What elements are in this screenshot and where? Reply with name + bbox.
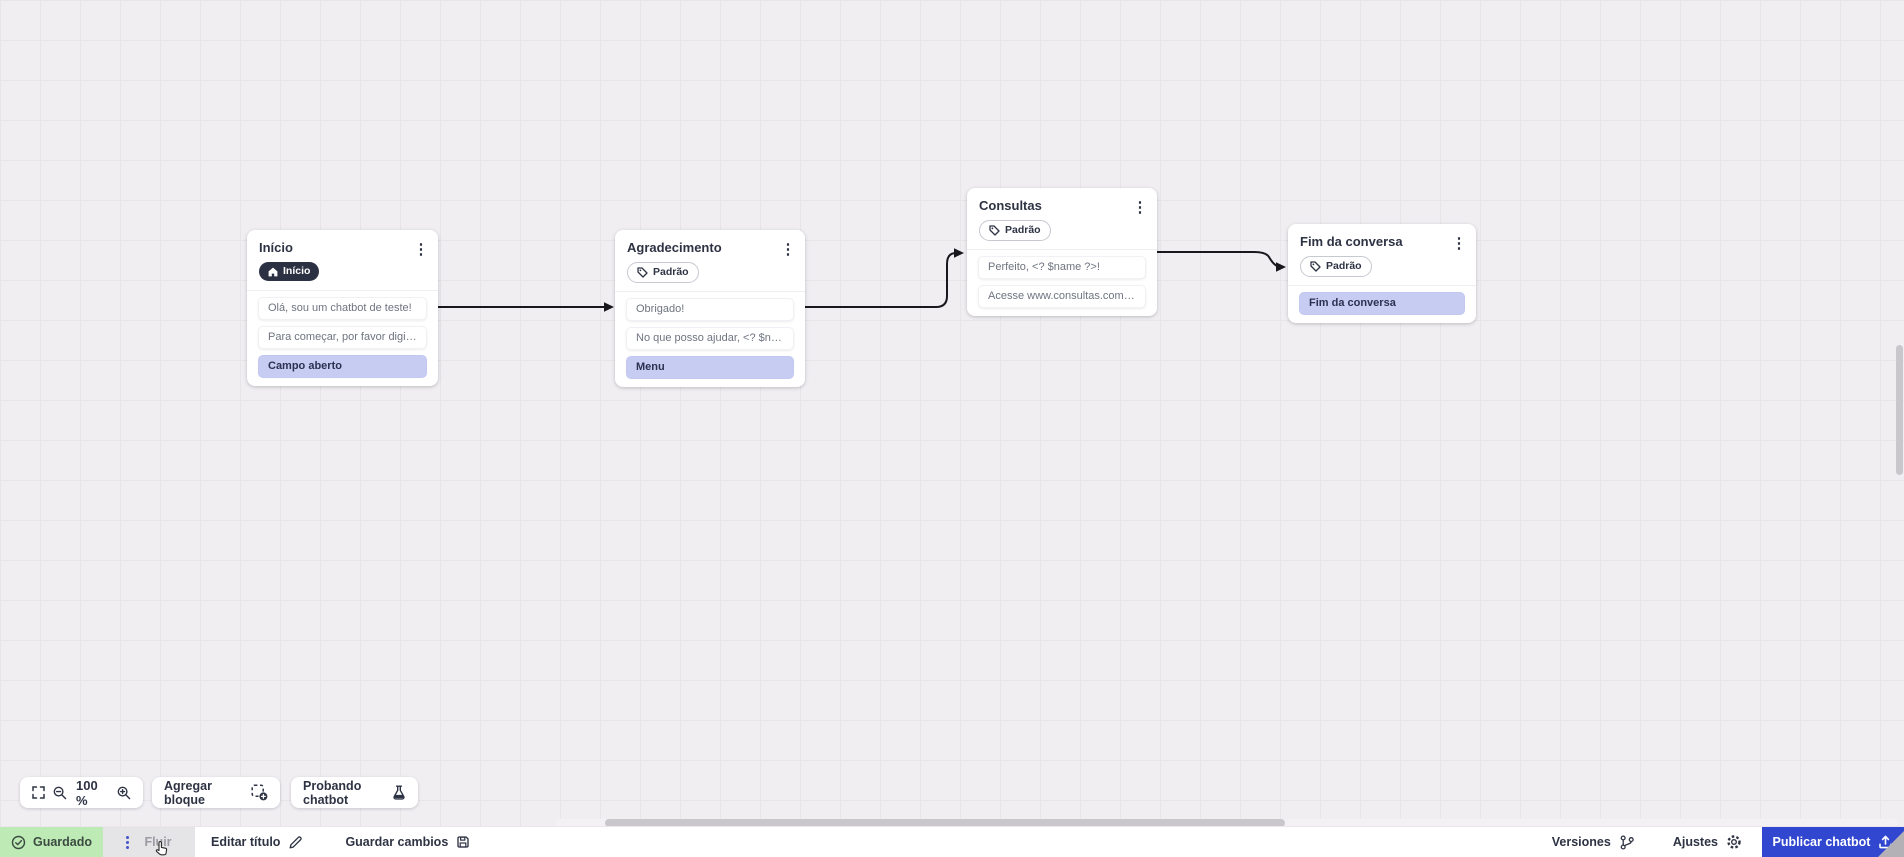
node-title: Início [259,240,293,255]
node-title: Agradecimento [627,240,722,255]
zoom-in-icon[interactable] [117,786,131,800]
vertical-scrollbar-thumb[interactable] [1896,345,1903,475]
home-icon [268,267,278,276]
saved-label: Guardado [32,835,93,849]
statusbar-spacer [470,827,1551,857]
badge-label: Padrão [653,266,689,278]
save-changes-label: Guardar cambios [345,835,449,849]
message-row[interactable]: Olá, sou um chatbot de teste! [258,296,427,320]
node-type-badge: Padrão [1300,256,1372,277]
edit-title-label: Editar título [211,835,281,849]
edit-title-button[interactable]: Editar título [211,827,303,857]
publish-label: Publicar chatbot [1772,835,1871,849]
save-changes-button[interactable]: Guardar cambios [345,827,470,857]
node-type-badge: Padrão [627,262,699,283]
pencil-icon [290,835,303,848]
horizontal-scrollbar-thumb[interactable] [605,819,1285,827]
window-corner-fold [1878,831,1904,857]
node-menu-icon[interactable]: ⋮ [413,241,429,258]
save-icon [457,836,469,848]
node-menu-icon[interactable]: ⋮ [1451,235,1467,252]
zoom-level-value: 100 % [76,777,98,808]
zoom-toolbar: 100 % [20,777,143,808]
settings-button[interactable]: Ajustes [1673,827,1742,857]
badge-label: Padrão [1005,224,1041,236]
answer-row[interactable]: Menu [626,356,794,379]
gear-icon [1727,835,1741,849]
tag-icon [637,267,648,278]
badge-label: Início [283,265,311,277]
node-menu-icon[interactable]: ⋮ [1132,199,1148,216]
flow-node-fim-da-conversa[interactable]: Fim da conversa ⋮ Padrão Fim da conversa [1288,224,1476,323]
message-row[interactable]: Acesse www.consultas.com par... [978,285,1146,308]
node-type-badge: Início [259,262,320,281]
tab-label: Fluir [144,835,172,849]
message-row[interactable]: No que posso ajudar, <? $name ... [626,327,794,350]
flask-icon [392,785,406,800]
badge-label: Padrão [1326,260,1362,272]
node-title: Consultas [979,198,1042,213]
add-block-label: Agregar bloque [164,778,212,807]
flow-canvas[interactable] [0,0,1904,826]
tag-icon [1310,261,1321,272]
saved-status-badge: Guardado [0,827,103,857]
message-row[interactable]: Perfeito, <? $name ?>! [978,256,1146,279]
test-chatbot-button[interactable]: Probando chatbot [291,777,418,808]
check-circle-icon [11,835,26,849]
tag-icon [989,225,1000,236]
node-type-badge: Padrão [979,220,1051,241]
fit-screen-icon[interactable] [32,786,45,799]
add-block-button[interactable]: Agregar bloque [152,777,280,808]
zoom-out-icon[interactable] [53,786,67,800]
add-block-icon [251,784,268,801]
tab-drag-dots-icon[interactable] [126,835,130,849]
flow-node-consultas[interactable]: Consultas ⋮ Padrão Perfeito, <? $name ?>… [967,188,1157,316]
status-bar: Guardado Fluir Editar título Guardar cam… [0,826,1904,857]
answer-row[interactable]: Campo aberto [258,354,427,378]
flow-node-agradecimento[interactable]: Agradecimento ⋮ Padrão Obrigado! No que … [615,230,805,387]
message-row[interactable]: Para começar, por favor digite o ... [258,325,427,349]
flow-node-inicio[interactable]: Início ⋮ Início Olá, sou um chatbot de t… [247,230,438,386]
branch-icon [1620,834,1634,850]
tab-fluir[interactable]: Fluir [103,827,195,857]
versions-label: Versiones [1551,835,1611,849]
answer-row[interactable]: Fim da conversa [1299,292,1465,315]
settings-label: Ajustes [1672,835,1718,849]
node-title: Fim da conversa [1300,234,1403,249]
node-menu-icon[interactable]: ⋮ [780,241,796,258]
test-chatbot-label: Probando chatbot [303,778,362,807]
versions-button[interactable]: Versiones [1552,827,1635,857]
message-row[interactable]: Obrigado! [626,298,794,321]
